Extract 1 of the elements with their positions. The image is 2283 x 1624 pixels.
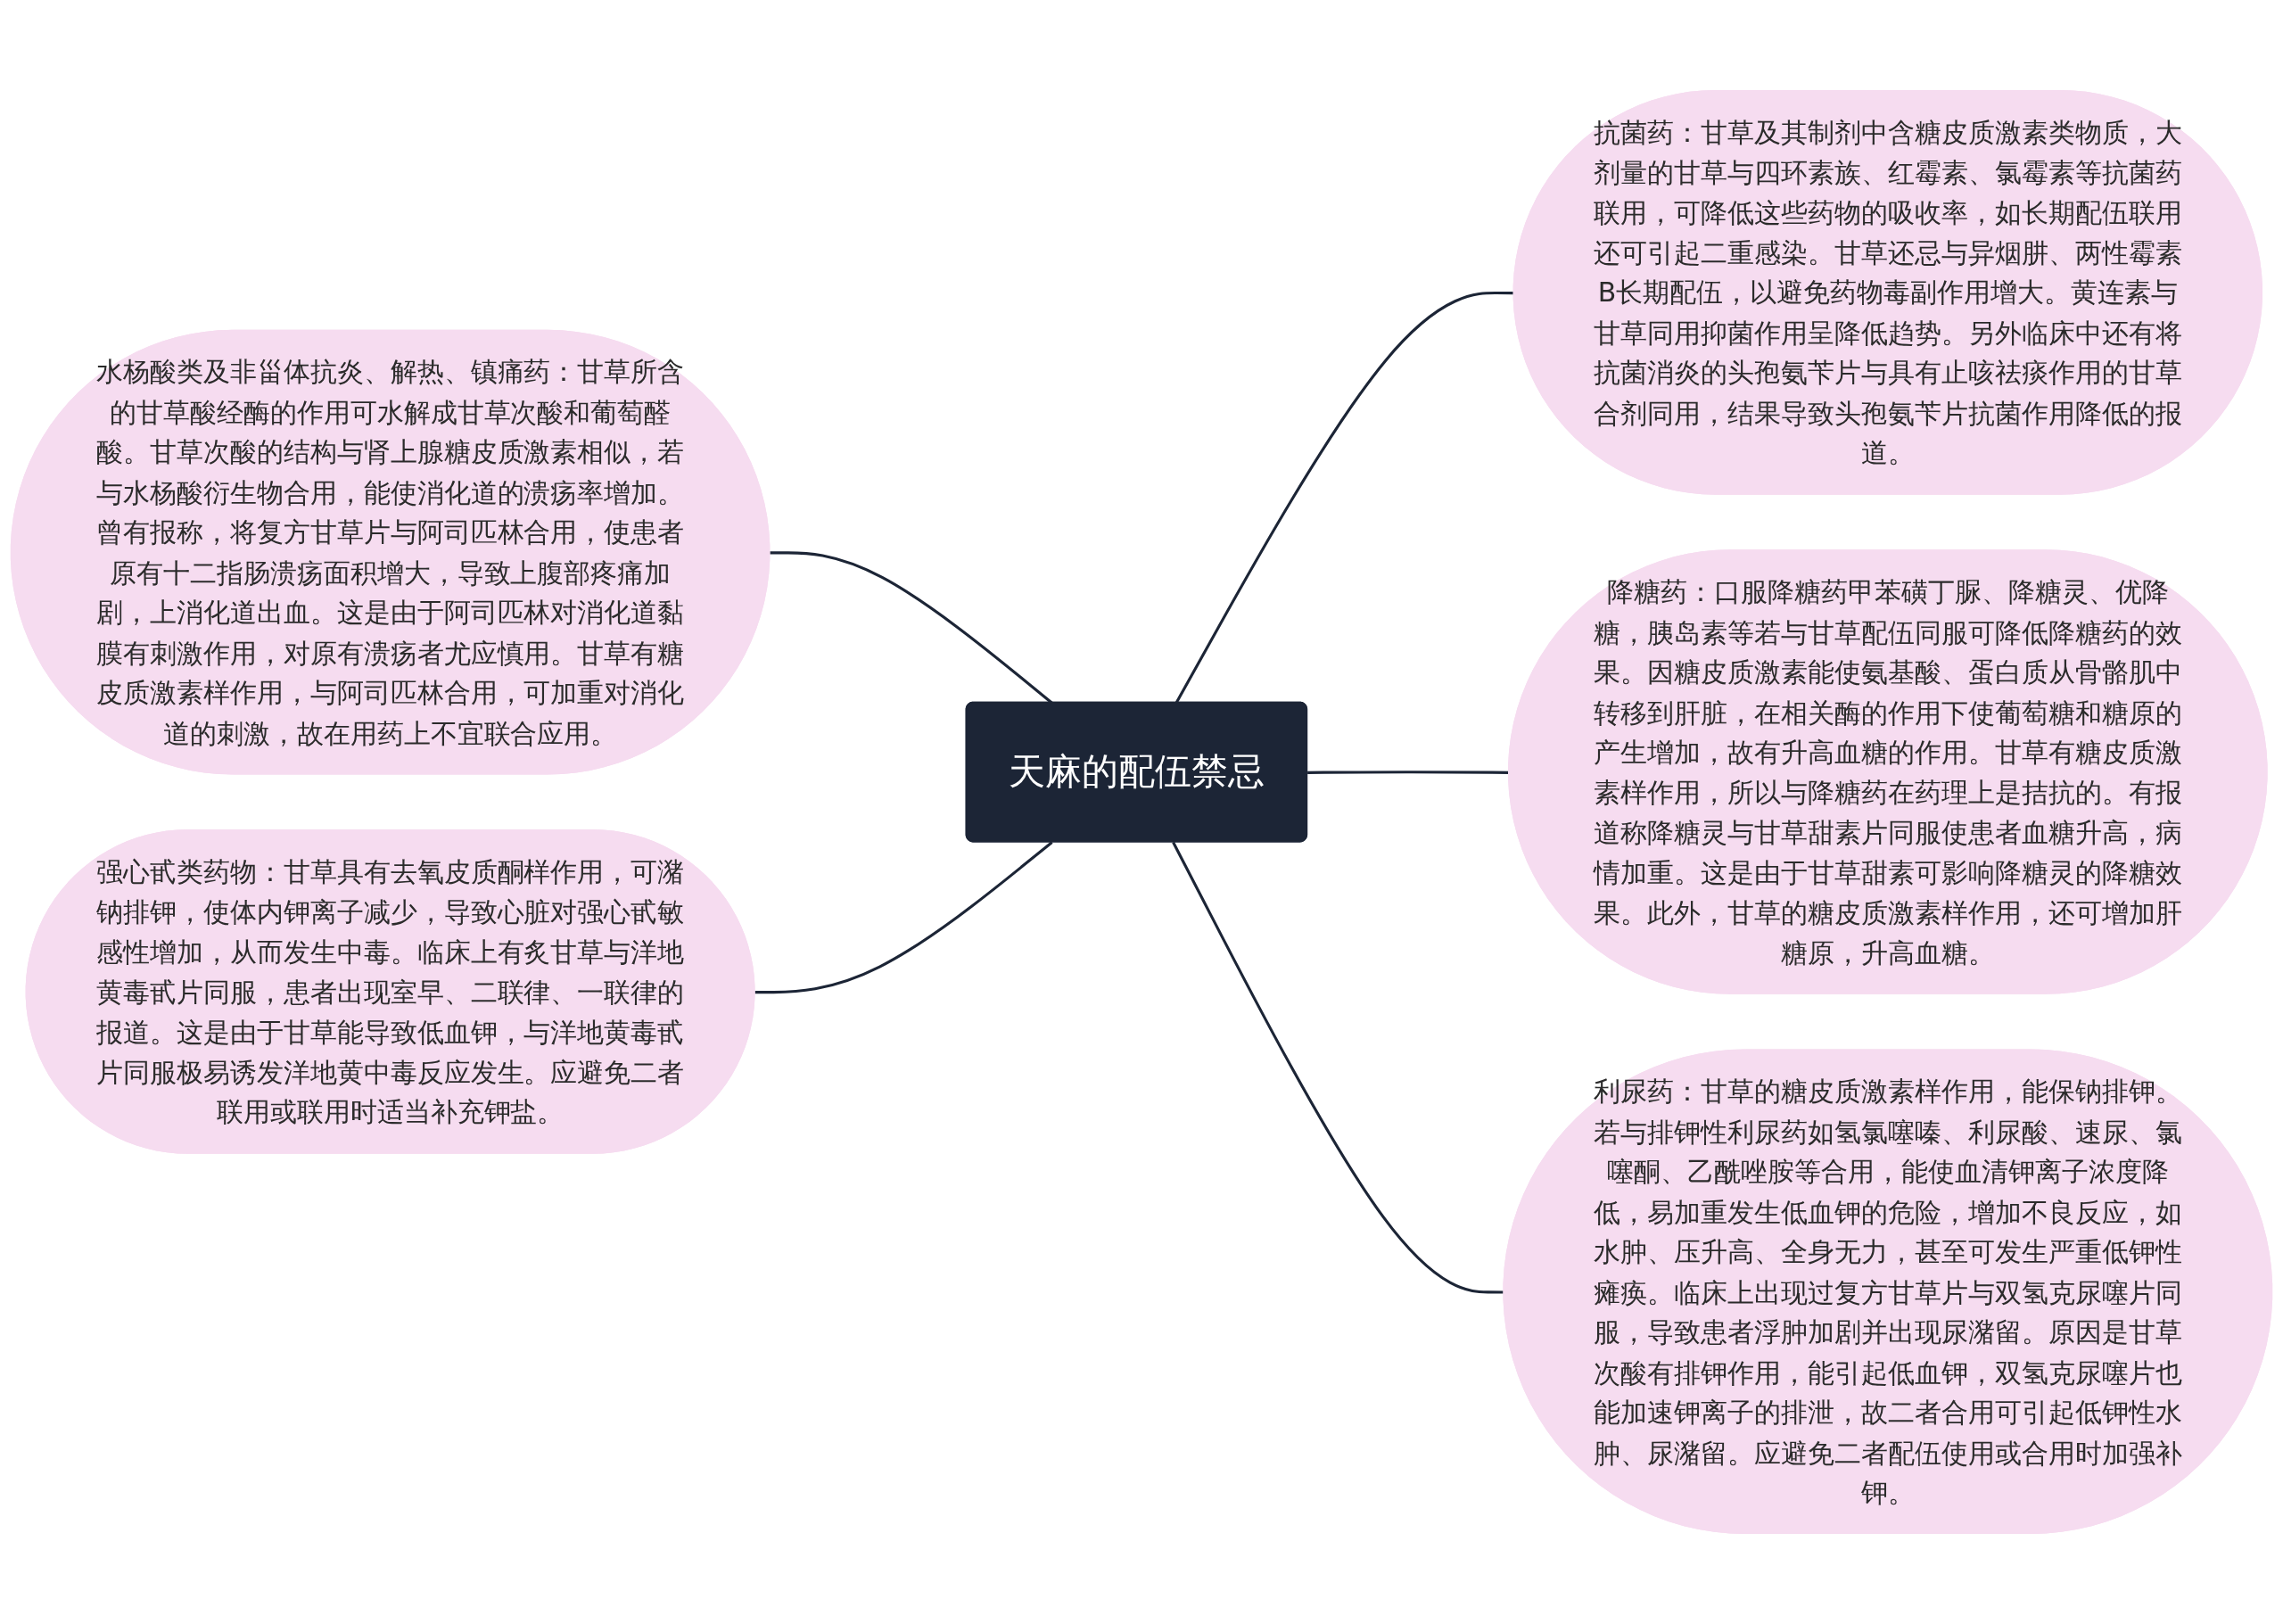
connector (754, 841, 1053, 994)
